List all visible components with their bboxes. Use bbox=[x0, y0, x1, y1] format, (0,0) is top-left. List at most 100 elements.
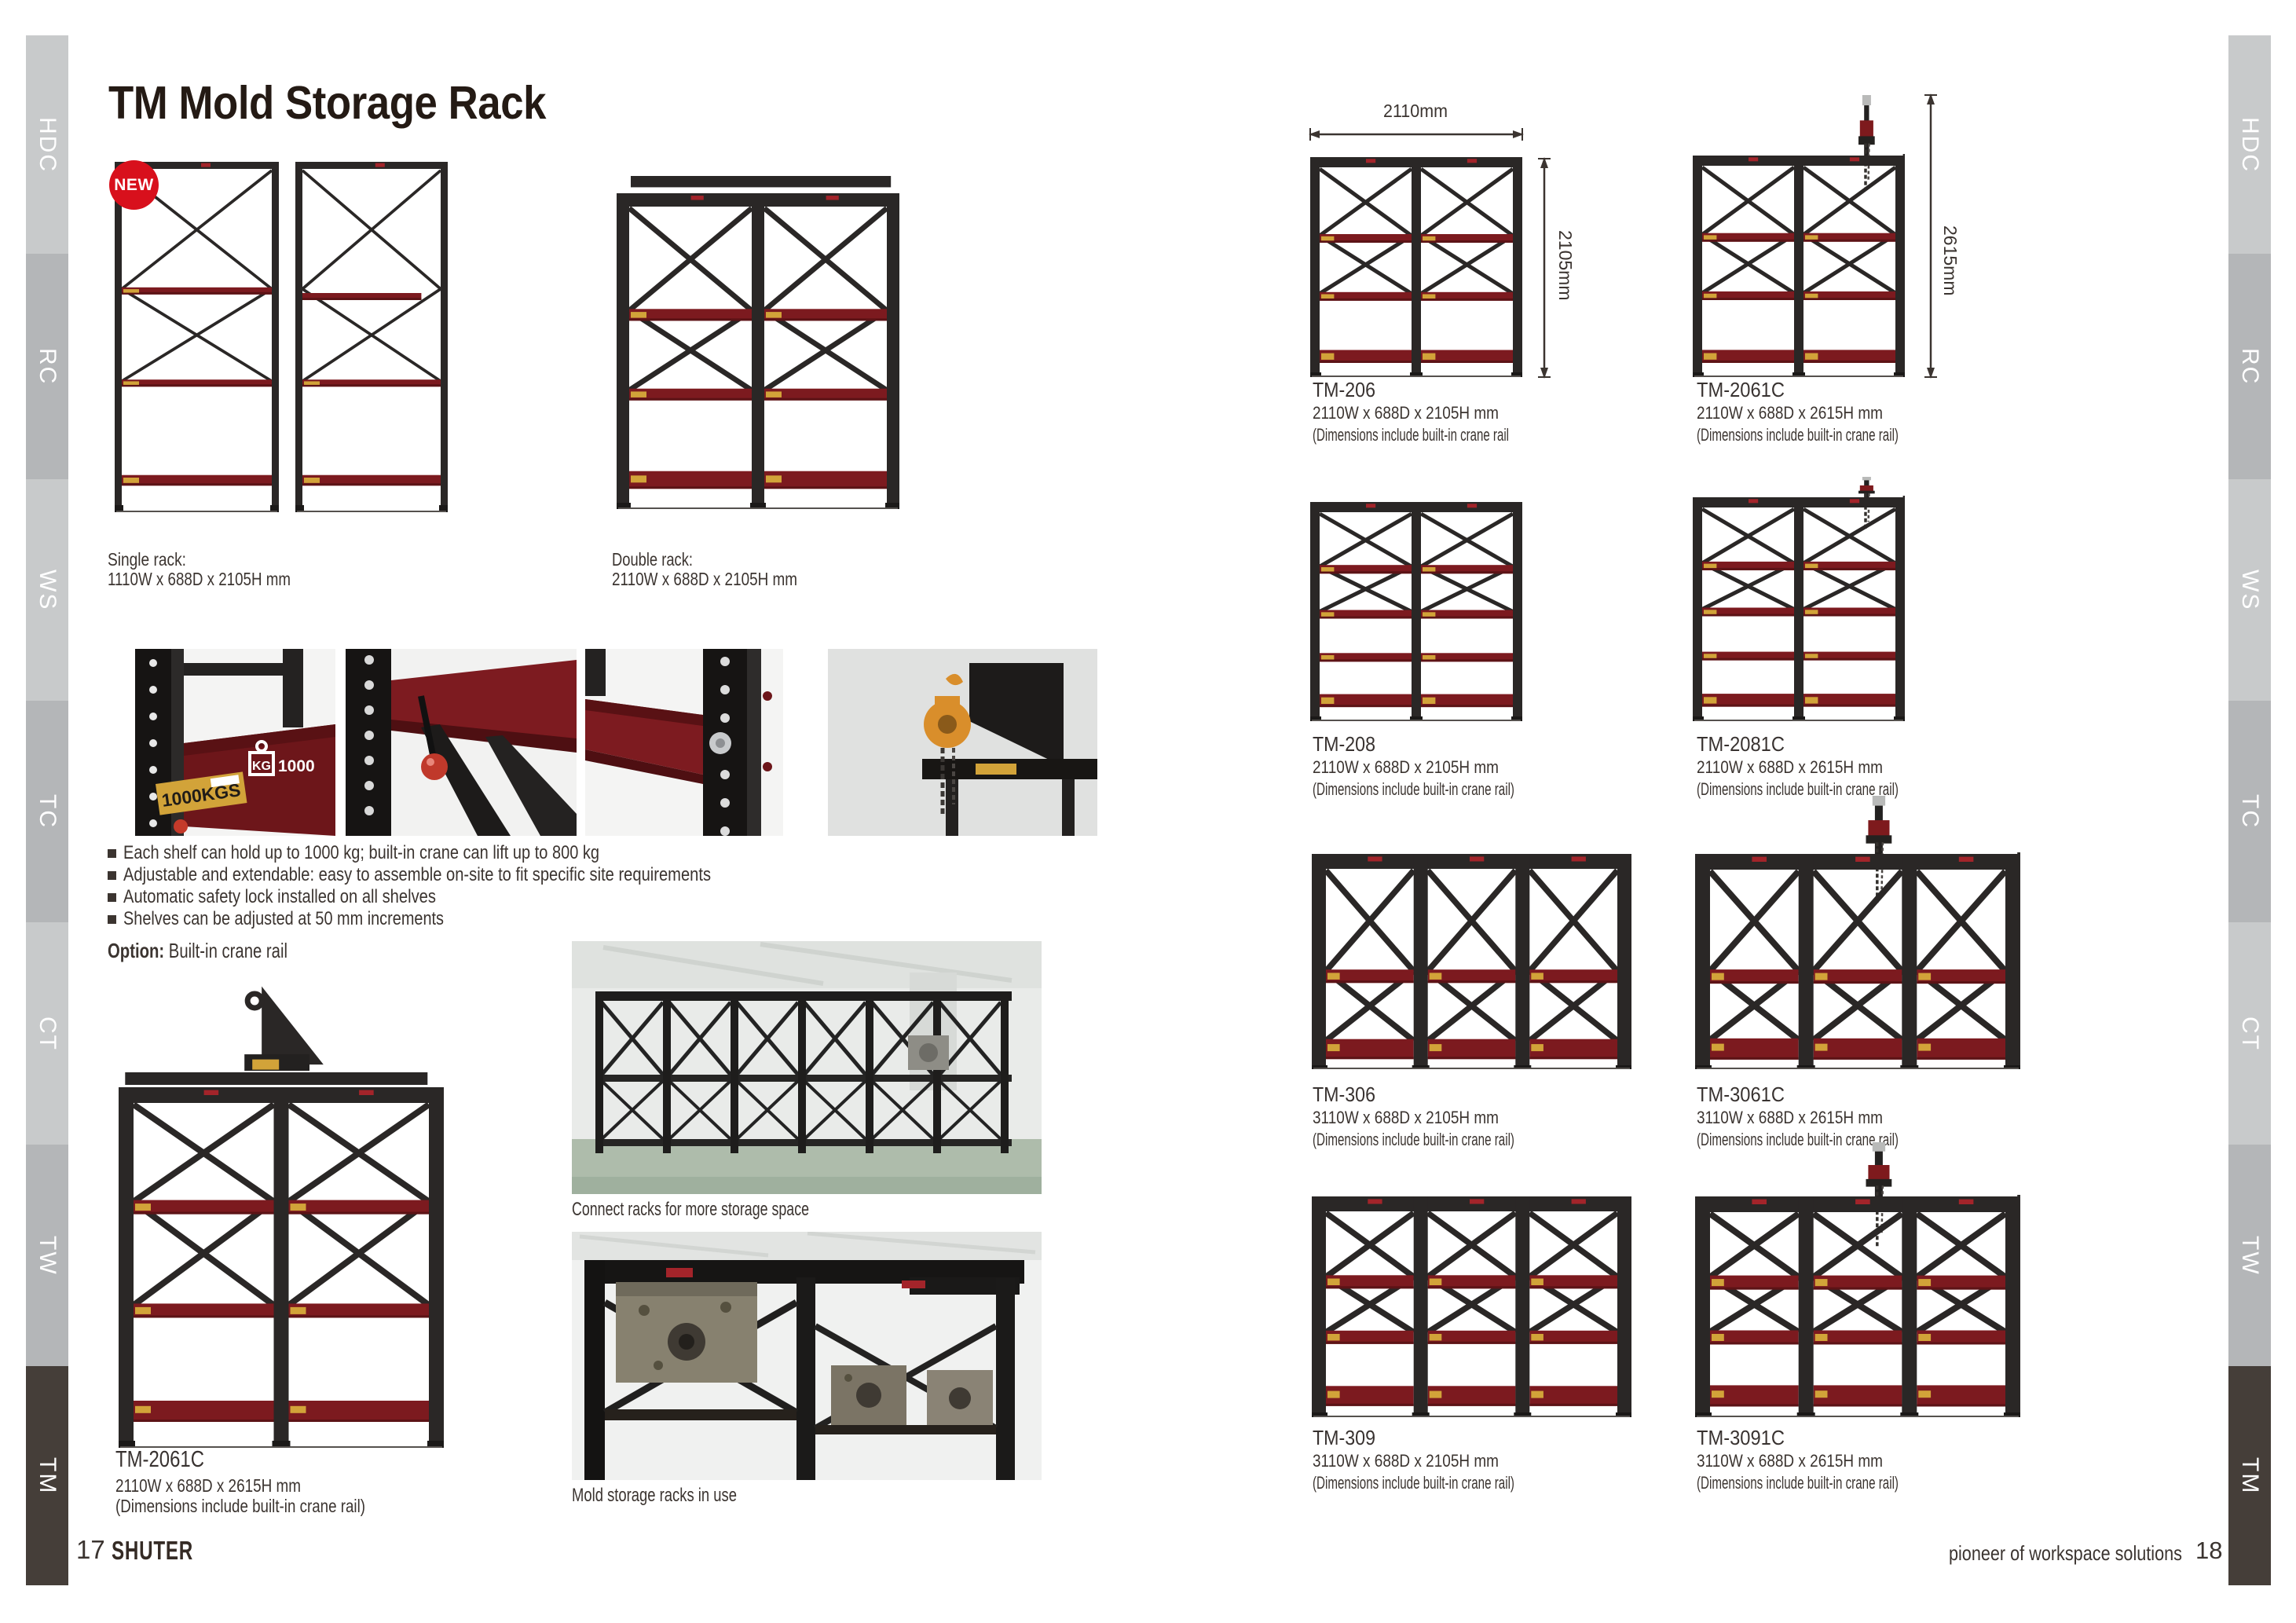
single-rack-caption: Single rack: 1110W x 688D x 2105H mm bbox=[108, 550, 332, 588]
svg-text:KG: KG bbox=[252, 760, 271, 773]
single-rack-caption-title: Single rack: bbox=[108, 549, 186, 570]
featured-product-note: (Dimensions include built-in crane rail) bbox=[115, 1496, 365, 1516]
product-note-tm-309: (Dimensions include built-in crane rail) bbox=[1313, 1473, 1514, 1493]
single-rack-caption-dims: 1110W x 688D x 2105H mm bbox=[108, 568, 291, 589]
photo-racks-in-use bbox=[572, 1232, 1042, 1480]
product-image-tm-2061c bbox=[1691, 95, 1910, 381]
photo-connected-racks bbox=[572, 941, 1042, 1194]
section-tab-label: RC bbox=[35, 347, 60, 386]
product-note-tm-206: (Dimensions include built-in crane rail bbox=[1313, 425, 1510, 445]
option-text: Built-in crane rail bbox=[164, 939, 287, 962]
section-tab-label: TW bbox=[2237, 1235, 2263, 1276]
photo-connected-racks-caption: Connect racks for more storage space bbox=[572, 1199, 810, 1220]
section-tab-ws: WS bbox=[2228, 479, 2271, 701]
dimension-arrow-height-crane bbox=[1923, 92, 1939, 384]
single-rack-open bbox=[283, 162, 449, 516]
section-tab-tc: TC bbox=[2228, 701, 2271, 922]
section-tab-label: TW bbox=[35, 1235, 60, 1276]
featured-product-illustration bbox=[117, 984, 445, 1448]
right-page-number: 18 bbox=[2195, 1537, 2223, 1564]
product-dims-tm-2061c: 2110W x 688D x 2615H mm bbox=[1697, 403, 1883, 423]
section-tab-label: TM bbox=[35, 1456, 60, 1495]
product-image-tm-3091c bbox=[1694, 1142, 2027, 1421]
product-model-tm-2061c: TM-2061C bbox=[1697, 378, 1785, 401]
product-model-tm-306: TM-306 bbox=[1313, 1083, 1376, 1106]
bullet-square-icon bbox=[108, 915, 116, 924]
section-tab-tw: TW bbox=[26, 1145, 68, 1366]
dimension-width-label: 2110mm bbox=[1383, 101, 1448, 121]
product-image-tm-306 bbox=[1310, 854, 1633, 1073]
feature-text: Automatic safety lock installed on all s… bbox=[123, 886, 436, 907]
single-rack-front bbox=[113, 162, 280, 516]
product-model-tm-2081c: TM-2081C bbox=[1697, 732, 1785, 756]
section-tab-ct: CT bbox=[26, 922, 68, 1145]
section-tab-label: TC bbox=[35, 794, 60, 829]
feature-text: Adjustable and extendable: easy to assem… bbox=[123, 864, 712, 885]
section-tab-tm: TM bbox=[26, 1366, 68, 1585]
section-tab-label: HDC bbox=[2237, 116, 2263, 173]
dimension-height-standard-label: 2105mm bbox=[1555, 230, 1576, 301]
product-image-tm-3061c bbox=[1694, 796, 2027, 1073]
product-model-tm-208: TM-208 bbox=[1313, 732, 1376, 756]
section-tab-label: RC bbox=[2237, 347, 2263, 386]
section-tab-label: WS bbox=[35, 569, 60, 611]
section-tab-label: HDC bbox=[35, 116, 60, 173]
photo-racks-in-use-caption: Mold storage racks in use bbox=[572, 1485, 737, 1506]
product-dims-tm-206: 2110W x 688D x 2105H mm bbox=[1313, 403, 1499, 423]
product-image-tm-208 bbox=[1309, 502, 1524, 725]
product-note-tm-2081c: (Dimensions include built-in crane rail) bbox=[1697, 779, 1899, 799]
feature-list: Each shelf can hold up to 1000 kg; built… bbox=[108, 842, 823, 930]
dimension-height-crane-label: 2615mm bbox=[1940, 225, 1961, 296]
product-model-tm-3061c: TM-3061C bbox=[1697, 1083, 1785, 1106]
feature-item-4: Shelves can be adjusted at 50 mm increme… bbox=[108, 908, 823, 930]
section-tab-label: TC bbox=[2237, 794, 2263, 829]
single-rack-pair bbox=[113, 162, 449, 512]
product-dims-tm-3091c: 3110W x 688D x 2615H mm bbox=[1697, 1451, 1883, 1471]
section-tab-tc: TC bbox=[26, 701, 68, 922]
feature-text: Each shelf can hold up to 1000 kg; built… bbox=[123, 842, 599, 863]
section-tab-label: CT bbox=[2237, 1016, 2263, 1051]
section-tab-label: CT bbox=[35, 1016, 60, 1051]
section-tab-ct: CT bbox=[2228, 922, 2271, 1145]
section-tab-label: TM bbox=[2237, 1456, 2263, 1495]
left-page-number: 17 bbox=[76, 1535, 105, 1564]
section-tab-hdc: HDC bbox=[26, 35, 68, 254]
section-tab-tw: TW bbox=[2228, 1145, 2271, 1366]
option-line: Option: Built-in crane rail bbox=[108, 939, 287, 963]
product-model-tm-3091c: TM-3091C bbox=[1697, 1426, 1785, 1449]
option-label: Option: bbox=[108, 939, 165, 962]
section-tab-hdc: HDC bbox=[2228, 35, 2271, 254]
double-rack-illustration bbox=[615, 176, 901, 509]
product-note-tm-306: (Dimensions include built-in crane rail) bbox=[1313, 1130, 1514, 1149]
product-model-tm-309: TM-309 bbox=[1313, 1426, 1376, 1449]
feature-text: Shelves can be adjusted at 50 mm increme… bbox=[123, 908, 444, 929]
detail-photo-shelf-rail bbox=[585, 649, 783, 836]
double-rack-caption: Double rack: 2110W x 688D x 2105H mm bbox=[612, 550, 837, 588]
bullet-square-icon bbox=[108, 871, 116, 880]
product-note-tm-3091c: (Dimensions include built-in crane rail) bbox=[1697, 1473, 1899, 1493]
feature-item-1: Each shelf can hold up to 1000 kg; built… bbox=[108, 842, 823, 864]
brand-logo: SHUTER bbox=[112, 1536, 193, 1565]
bullet-square-icon bbox=[108, 893, 116, 902]
detail-photo-crane-hoist bbox=[828, 649, 1097, 836]
svg-text:1000: 1000 bbox=[278, 757, 315, 775]
section-tab-rc: RC bbox=[2228, 254, 2271, 479]
section-tab-rc: RC bbox=[26, 254, 68, 479]
right-page-tagline: pioneer of workspace solutions bbox=[1948, 1541, 2182, 1565]
product-dims-tm-208: 2110W x 688D x 2105H mm bbox=[1313, 757, 1499, 777]
feature-item-3: Automatic safety lock installed on all s… bbox=[108, 886, 823, 908]
featured-product-dims: 2110W x 688D x 2615H mm bbox=[115, 1475, 301, 1496]
double-rack-caption-title: Double rack: bbox=[612, 549, 694, 570]
detail-photo-shelf-capacity: 1000KGS KG 1000 bbox=[135, 649, 335, 836]
page-title: TM Mold Storage Rack bbox=[108, 77, 547, 129]
feature-item-2: Adjustable and extendable: easy to assem… bbox=[108, 864, 823, 886]
section-tab-tm: TM bbox=[2228, 1366, 2271, 1585]
section-tab-ws: WS bbox=[26, 479, 68, 701]
single-rack-illustration bbox=[113, 162, 449, 512]
product-note-tm-208: (Dimensions include built-in crane rail) bbox=[1313, 779, 1514, 799]
product-model-tm-206: TM-206 bbox=[1313, 378, 1376, 401]
bullet-square-icon bbox=[108, 849, 116, 858]
product-note-tm-3061c: (Dimensions include built-in crane rail) bbox=[1697, 1130, 1899, 1149]
section-tab-label: WS bbox=[2237, 569, 2263, 611]
